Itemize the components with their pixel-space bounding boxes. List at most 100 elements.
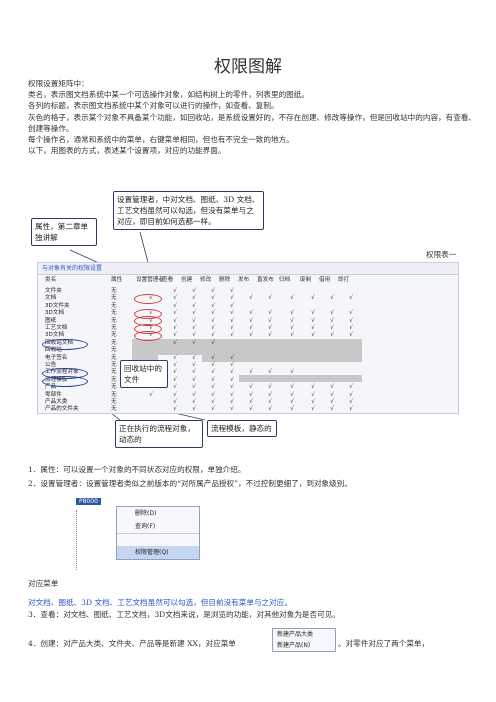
- permission-cell[interactable]: √: [192, 325, 196, 331]
- permission-cell[interactable]: √: [268, 369, 272, 376]
- row-property[interactable]: 无: [111, 339, 117, 346]
- menu-item-delete[interactable]: 删除(D): [135, 510, 157, 517]
- permission-cell[interactable]: √: [230, 325, 234, 331]
- permission-cell[interactable]: √: [192, 310, 196, 317]
- permission-cell[interactable]: √: [268, 325, 272, 331]
- permission-cell[interactable]: √: [311, 332, 315, 339]
- permission-cell[interactable]: √: [173, 384, 177, 391]
- permission-cell[interactable]: √: [290, 391, 294, 398]
- permission-cell[interactable]: √: [211, 406, 215, 413]
- row-property[interactable]: 无: [111, 347, 117, 354]
- permission-cell[interactable]: √: [192, 391, 196, 398]
- permission-cell[interactable]: √: [249, 406, 253, 413]
- permission-cell[interactable]: √: [249, 325, 253, 331]
- permission-cell[interactable]: √: [249, 332, 253, 339]
- permission-cell[interactable]: √: [173, 310, 177, 317]
- row-property[interactable]: 无: [111, 406, 117, 413]
- row-property[interactable]: 无: [111, 302, 117, 309]
- permission-cell[interactable]: √: [249, 399, 253, 405]
- permission-cell[interactable]: √: [230, 362, 234, 368]
- row-property[interactable]: 无: [111, 288, 117, 294]
- permission-cell[interactable]: √: [192, 317, 196, 324]
- permission-cell[interactable]: √: [268, 384, 272, 391]
- permission-cell[interactable]: √: [211, 302, 215, 309]
- permission-cell[interactable]: √: [211, 310, 215, 317]
- permission-cell[interactable]: √: [192, 295, 196, 302]
- row-property[interactable]: 无: [111, 295, 117, 302]
- permission-cell[interactable]: √: [192, 339, 196, 346]
- permission-cell[interactable]: √: [211, 391, 215, 398]
- permission-cell[interactable]: √: [211, 369, 215, 376]
- permission-cell[interactable]: √: [249, 295, 253, 302]
- permission-cell[interactable]: √: [349, 391, 353, 398]
- permission-cell[interactable]: √: [330, 391, 334, 398]
- permission-cell[interactable]: √: [230, 288, 234, 294]
- permission-cell[interactable]: √: [230, 310, 234, 317]
- permission-cell[interactable]: √: [211, 362, 215, 368]
- permission-cell[interactable]: √: [230, 406, 234, 413]
- permission-cell[interactable]: √: [268, 317, 272, 324]
- tree-node-selected[interactable]: P8000: [76, 498, 101, 505]
- permission-cell[interactable]: √: [230, 384, 234, 391]
- row-property[interactable]: 无: [111, 362, 117, 368]
- permission-cell[interactable]: √: [192, 406, 196, 413]
- permission-cell[interactable]: √: [173, 288, 177, 294]
- row-property[interactable]: 无: [111, 376, 117, 383]
- permission-cell[interactable]: √: [249, 384, 253, 391]
- permission-cell[interactable]: √: [249, 369, 253, 376]
- permission-cell[interactable]: √: [311, 310, 315, 317]
- row-property[interactable]: 无: [111, 310, 117, 317]
- permission-cell[interactable]: √: [349, 384, 353, 391]
- permission-cell[interactable]: √: [173, 302, 177, 309]
- permission-cell[interactable]: √: [330, 325, 334, 331]
- permission-cell[interactable]: √: [330, 317, 334, 324]
- permission-cell[interactable]: √: [230, 354, 234, 361]
- permission-cell[interactable]: √: [192, 288, 196, 294]
- permission-cell[interactable]: √: [211, 339, 215, 346]
- permission-cell[interactable]: √: [349, 332, 353, 339]
- permission-cell[interactable]: √: [268, 391, 272, 398]
- permission-cell[interactable]: √: [349, 325, 353, 331]
- permission-cell[interactable]: √: [173, 376, 177, 383]
- menu-item-new-category[interactable]: 新建产品大类: [277, 631, 314, 638]
- permission-cell[interactable]: √: [230, 332, 234, 339]
- permission-cell[interactable]: √: [230, 391, 234, 398]
- row-property[interactable]: 无: [111, 354, 117, 361]
- permission-cell[interactable]: √: [349, 295, 353, 302]
- permission-cell[interactable]: √: [330, 406, 334, 413]
- permission-cell[interactable]: √: [349, 406, 353, 413]
- permission-cell[interactable]: √: [173, 332, 177, 339]
- permission-cell[interactable]: √: [173, 391, 177, 398]
- permission-cell[interactable]: √: [173, 295, 177, 302]
- permission-cell[interactable]: √: [290, 295, 294, 302]
- permission-cell[interactable]: √: [249, 391, 253, 398]
- permission-cell[interactable]: √: [211, 288, 215, 294]
- permission-cell[interactable]: √: [290, 384, 294, 391]
- permission-cell[interactable]: √: [268, 332, 272, 339]
- permission-cell[interactable]: √: [192, 302, 196, 309]
- menu-item-permission[interactable]: 权限管理(Q): [117, 546, 199, 559]
- permission-cell[interactable]: √: [290, 406, 294, 413]
- permission-cell[interactable]: √: [230, 302, 234, 309]
- permission-cell[interactable]: √: [211, 384, 215, 391]
- permission-cell[interactable]: √: [173, 354, 177, 361]
- row-property[interactable]: 无: [111, 391, 117, 398]
- permission-cell[interactable]: √: [230, 369, 234, 376]
- permission-cell[interactable]: √: [211, 295, 215, 302]
- permission-cell[interactable]: √: [290, 310, 294, 317]
- permission-cell[interactable]: √: [290, 369, 294, 376]
- permission-cell[interactable]: √: [211, 376, 215, 383]
- permission-cell[interactable]: √: [192, 384, 196, 391]
- permission-cell[interactable]: √: [311, 391, 315, 398]
- permission-cell[interactable]: √: [268, 295, 272, 302]
- permission-cell[interactable]: √: [173, 339, 177, 346]
- permission-cell[interactable]: √: [330, 384, 334, 391]
- permission-cell[interactable]: √: [173, 325, 177, 331]
- menu-item-new-product[interactable]: 新建产品(N): [277, 642, 311, 649]
- permission-cell[interactable]: √: [230, 317, 234, 324]
- menu-item-query[interactable]: 查询(F): [117, 520, 199, 534]
- permission-cell[interactable]: √: [330, 295, 334, 302]
- permission-cell[interactable]: √: [311, 406, 315, 413]
- permission-cell[interactable]: √: [330, 399, 334, 405]
- permission-cell[interactable]: √: [192, 362, 196, 368]
